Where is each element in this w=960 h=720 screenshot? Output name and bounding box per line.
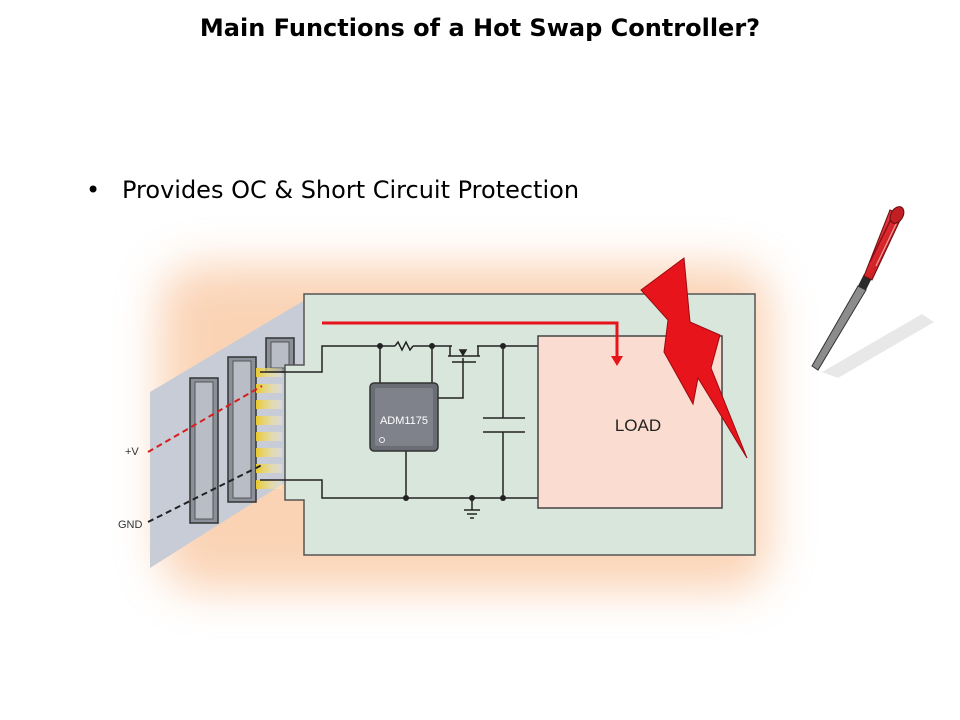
gnd-label: GND <box>118 519 143 531</box>
lightning-bolt-icon <box>640 257 748 459</box>
vplus-line <box>147 385 263 453</box>
backplane-connector <box>189 377 219 524</box>
gnd-line <box>147 464 263 523</box>
slide-title: Main Functions of a Hot Swap Controller? <box>199 14 761 42</box>
circuit-traces <box>260 340 538 519</box>
screwdriver-icon <box>811 206 934 378</box>
junction-dots <box>377 343 506 501</box>
adm1175-chip <box>369 382 439 452</box>
vplus-label: +V <box>125 446 139 458</box>
bullet-item: • Provides OC & Short Circuit Protection <box>86 176 579 204</box>
load-label: LOAD <box>615 416 661 435</box>
mosfet-symbol <box>448 346 480 363</box>
chip-label: ADM1175 <box>380 415 428 427</box>
fault-current-arrow <box>322 321 623 366</box>
bullet-text: Provides OC & Short Circuit Protection <box>122 176 580 204</box>
card-connector <box>227 356 257 503</box>
bullet-marker: • <box>86 176 101 204</box>
